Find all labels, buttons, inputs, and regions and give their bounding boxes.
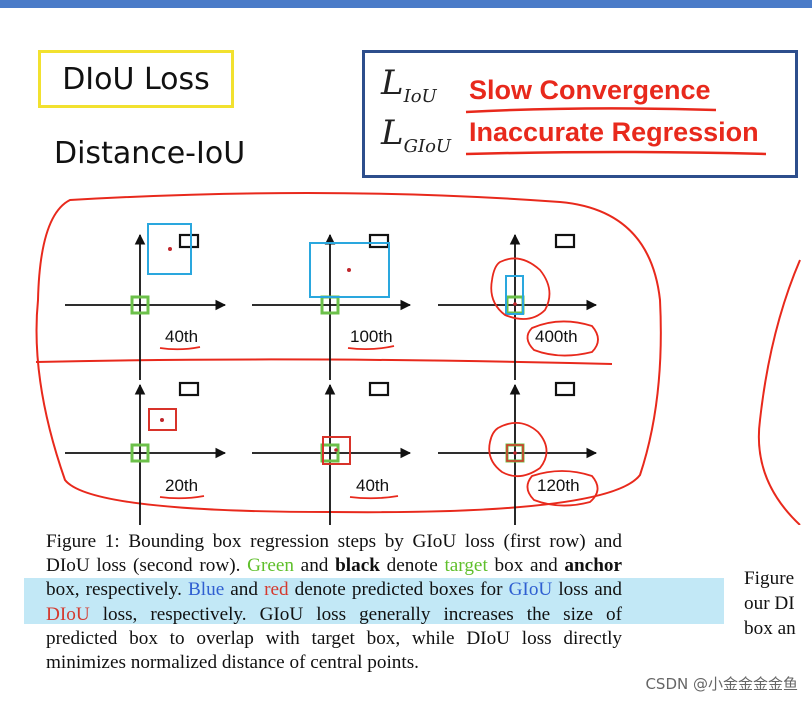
source-watermark: CSDN @小金金金金鱼 [645, 675, 798, 693]
anchor-box [368, 233, 390, 249]
iou-loss-symbol: LIoU [381, 63, 437, 107]
panel-diou-120th: 120th [438, 381, 599, 525]
slide-subtitle: Distance-IoU [54, 136, 246, 171]
row-outline-annotation [35, 191, 662, 514]
predicted-box [309, 242, 390, 298]
predicted-box [505, 275, 524, 315]
step-label: 40th [356, 476, 389, 495]
adjacent-figure-caption: Figure our DI box an [744, 568, 796, 639]
loss-comparison-box: LIoU Slow Convergence LGIoU Inaccurate R… [362, 50, 798, 178]
panel-giou-400th: 400th [438, 233, 599, 380]
predicted-box [506, 444, 524, 462]
slide-title: DIoU Loss [38, 50, 234, 108]
right-edge-annotation [757, 259, 801, 525]
text-highlight [24, 578, 724, 624]
row-divider-annotation [35, 358, 613, 365]
panel-giou-100th: 100th [252, 233, 412, 380]
step-label: 120th [537, 476, 580, 495]
iou-loss-issue: Slow Convergence [469, 75, 711, 105]
step-label: 100th [350, 327, 393, 346]
giou-loss-issue: Inaccurate Regression [469, 117, 759, 147]
step-label: 400th [535, 327, 578, 346]
anchor-box [178, 381, 200, 397]
panel-giou-40th: 40th [65, 223, 227, 380]
anchor-box [178, 233, 200, 249]
step-label: 40th [165, 327, 198, 346]
panel-diou-40th: 40th [252, 381, 412, 525]
giou-loss-symbol: LGIoU [381, 113, 452, 157]
regression-diagram: 40th 100th 400th 20th [35, 191, 801, 525]
top-accent-bar [0, 0, 812, 8]
predicted-box [147, 223, 192, 275]
predicted-box [148, 408, 177, 431]
underline-strokes [465, 107, 767, 156]
anchor-box [554, 233, 576, 249]
step-label: 20th [165, 476, 198, 495]
panel-diou-20th: 20th [65, 381, 227, 525]
target-box [130, 295, 150, 315]
target-box [130, 443, 150, 463]
anchor-box [368, 381, 390, 397]
predicted-box [322, 436, 351, 465]
figure-caption: Figure 1: Bounding box regression steps … [46, 531, 622, 674]
anchor-box [554, 381, 576, 397]
